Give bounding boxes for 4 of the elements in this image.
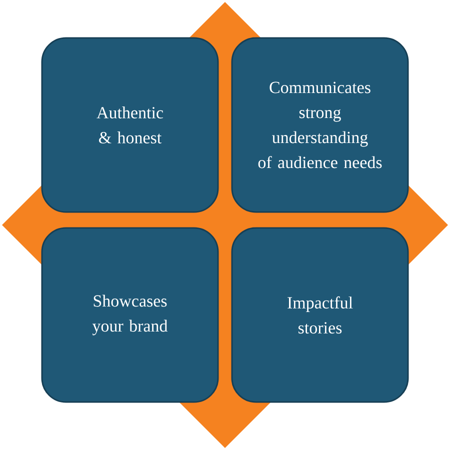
rounded-box: Communicates strong understanding of audience needs (231, 37, 409, 213)
rounded-box: Showcases your brand (41, 227, 219, 403)
rounded-box: Impactful stories (231, 227, 409, 403)
rounded-box: Authentic & honest (41, 37, 219, 213)
